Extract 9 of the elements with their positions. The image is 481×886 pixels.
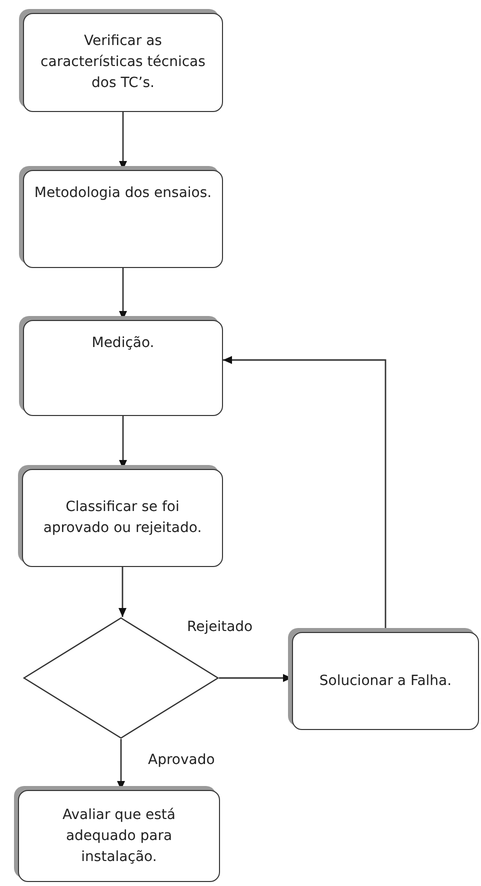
edge-label: Aprovado bbox=[146, 752, 217, 768]
node-text: Metodologia dos ensaios. bbox=[34, 184, 212, 203]
node-text: Medição. bbox=[92, 334, 154, 353]
arrow bbox=[118, 567, 126, 617]
node-text: Verificar as características técnicas dos TC’s. bbox=[40, 32, 206, 93]
node-text: Classificar se foi aprovado ou rejeitado. bbox=[42, 498, 203, 538]
edge-label: Rejeitado bbox=[185, 619, 255, 635]
node-text: Avaliar que está adequado para instalação. bbox=[62, 806, 176, 866]
node-text: Solucionar a Falha. bbox=[319, 672, 452, 691]
